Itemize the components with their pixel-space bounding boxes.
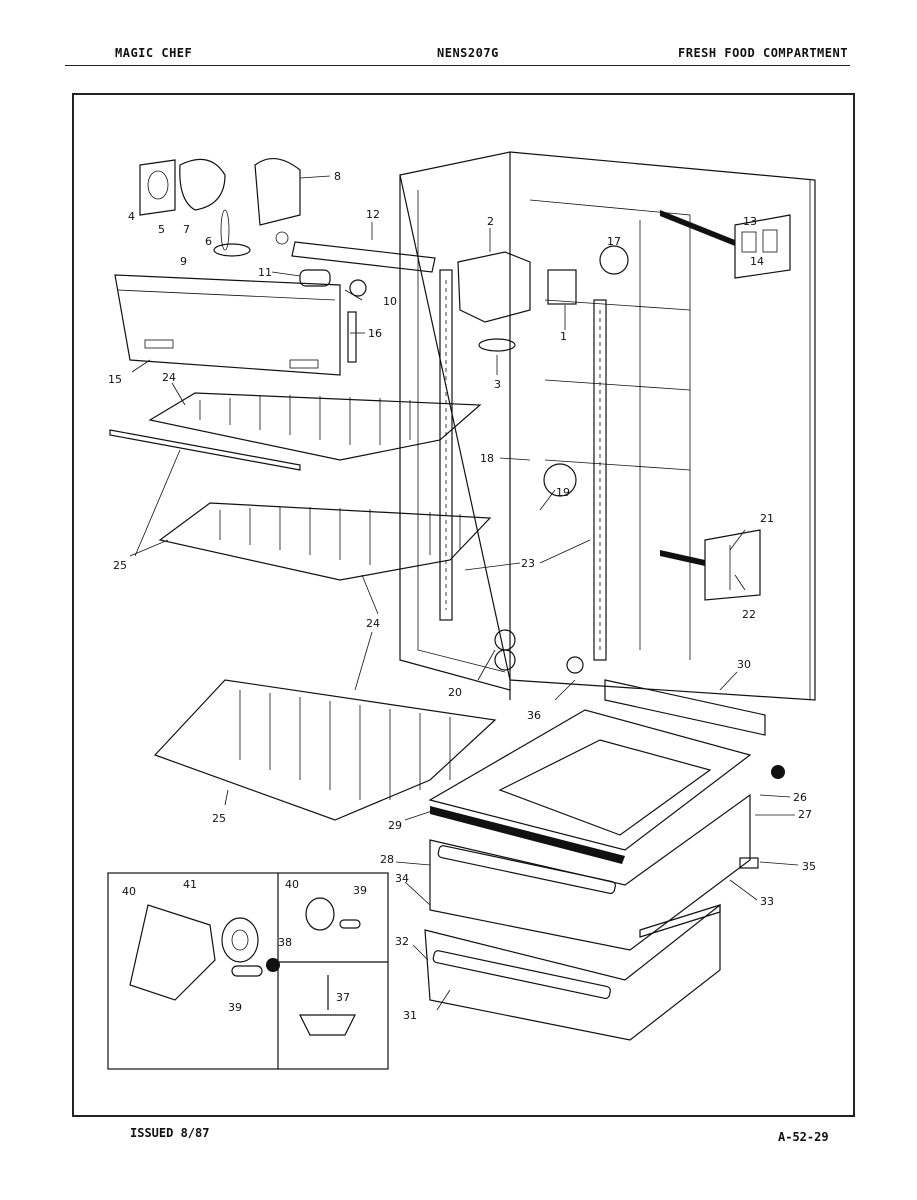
callout-7: 7 (183, 223, 190, 236)
wire-shelf-lower (153, 679, 497, 821)
callout-24a: 24 (162, 371, 176, 384)
shelf-rail-left (439, 269, 453, 621)
callout-40a: 40 (122, 885, 136, 898)
callout-25b: 25 (212, 812, 226, 825)
callout-28: 28 (380, 853, 394, 866)
diagram-frame (72, 93, 855, 1117)
callout-13: 13 (743, 215, 757, 228)
shelf-rail-right (593, 299, 607, 661)
callout-21: 21 (760, 512, 774, 525)
callout-31: 31 (403, 1009, 417, 1022)
callout-5: 5 (158, 223, 165, 236)
wire-shelf-middle (158, 502, 492, 581)
header-model: NENS207G (437, 46, 499, 60)
callout-41: 41 (183, 878, 197, 891)
callout-29: 29 (388, 819, 402, 832)
inset-box (107, 872, 389, 1070)
switch-parts (543, 210, 791, 601)
leader-lines (129, 175, 799, 1011)
crisper-cover (428, 709, 785, 864)
callout-3: 3 (494, 378, 501, 391)
callout-25a: 25 (113, 559, 127, 572)
callout-8: 8 (334, 170, 341, 183)
callout-12: 12 (366, 208, 380, 221)
callout-14: 14 (750, 255, 764, 268)
callout-4: 4 (128, 210, 135, 223)
header-rule (65, 65, 850, 66)
callout-34: 34 (395, 872, 409, 885)
callout-24b: 24 (366, 617, 380, 630)
callout-22: 22 (742, 608, 756, 621)
control-parts (139, 158, 301, 257)
callout-27: 27 (798, 808, 812, 821)
light-shield (114, 274, 357, 376)
callout-32: 32 (395, 935, 409, 948)
crisper-pan-upper (429, 793, 759, 951)
callout-40b: 40 (285, 878, 299, 891)
callout-labels: 1 2 3 4 5 6 7 8 9 10 11 12 13 14 15 16 1… (108, 170, 816, 1022)
wire-shelf-upper (109, 392, 482, 471)
callout-18: 18 (480, 452, 494, 465)
callout-35: 35 (802, 860, 816, 873)
crisper-pan-lower (424, 903, 721, 1041)
callout-37: 37 (336, 991, 350, 1004)
callout-19: 19 (556, 486, 570, 499)
issued-date: ISSUED 8/87 (130, 1126, 210, 1140)
callout-17: 17 (607, 235, 621, 248)
callout-9: 9 (180, 255, 187, 268)
callout-20: 20 (448, 686, 462, 699)
callout-36: 36 (527, 709, 541, 722)
callout-33: 33 (760, 895, 774, 908)
callout-39a: 39 (353, 884, 367, 897)
callout-23: 23 (521, 557, 535, 570)
callout-11: 11 (258, 266, 272, 279)
callout-30: 30 (737, 658, 751, 671)
callout-15: 15 (108, 373, 122, 386)
callout-16: 16 (368, 327, 382, 340)
header-section: FRESH FOOD COMPARTMENT (678, 46, 848, 60)
callout-38: 38 (278, 936, 292, 949)
callout-39b: 39 (228, 1001, 242, 1014)
callout-26: 26 (793, 791, 807, 804)
light-assembly (291, 241, 531, 352)
callout-6: 6 (205, 235, 212, 248)
page-code: A-52-29 (778, 1130, 829, 1144)
callout-10: 10 (383, 295, 397, 308)
cabinet (399, 151, 816, 701)
bottom-rails (494, 629, 766, 736)
header-brand: MAGIC CHEF (115, 46, 193, 60)
callout-2: 2 (487, 215, 494, 228)
callout-1: 1 (560, 330, 567, 343)
